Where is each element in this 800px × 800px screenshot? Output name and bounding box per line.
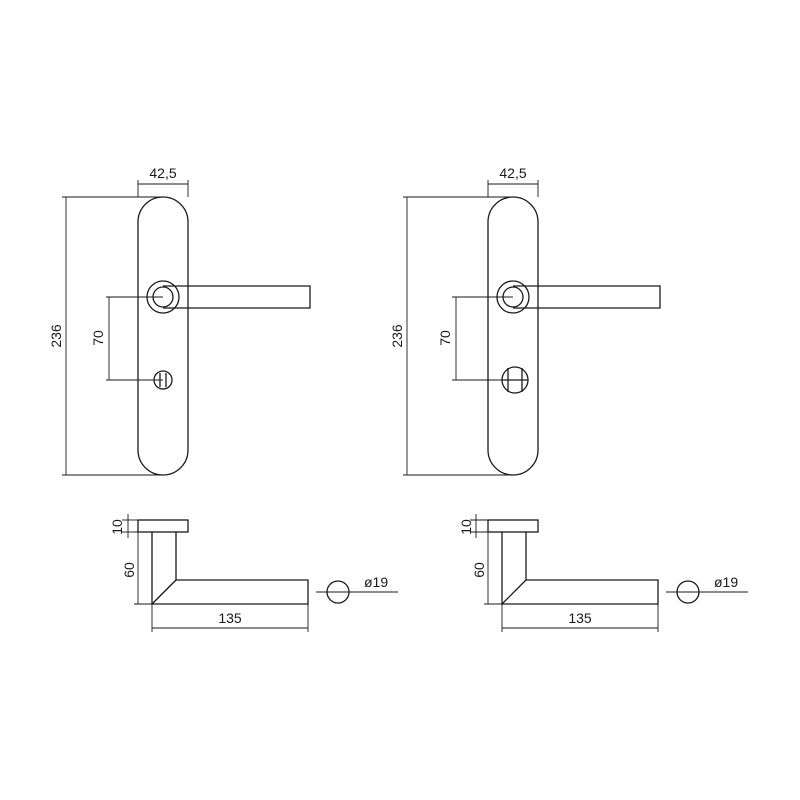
left-lever-bevel xyxy=(151,579,177,605)
left-rose-thickness-label: 10 xyxy=(109,519,125,535)
right-rose-thickness-label: 10 xyxy=(458,519,474,535)
left-handle-projection-label: 60 xyxy=(121,562,137,578)
right-handle-key-distance-label: 70 xyxy=(437,330,453,346)
left-backplate xyxy=(137,196,189,476)
right-handle-diameter-label: ø19 xyxy=(714,574,738,590)
right-handle-length-label: 135 xyxy=(568,610,592,626)
left-handle-diameter-label: ø19 xyxy=(364,574,388,590)
left-handle-length-label: 135 xyxy=(218,610,242,626)
right-lever-handle xyxy=(513,285,661,309)
right-handle-projection-label: 60 xyxy=(471,562,487,578)
left-plate-width-label: 42,5 xyxy=(149,165,176,181)
left-rose-profile xyxy=(137,519,189,533)
left-lever-handle xyxy=(163,285,311,309)
left-front-view: 42,5 236 70 xyxy=(48,165,311,476)
right-lever-bevel xyxy=(501,579,527,605)
left-plate-height-label: 236 xyxy=(48,324,64,348)
right-front-view: 42,5 236 70 xyxy=(389,165,661,476)
right-rose-profile xyxy=(487,519,539,533)
right-lever-profile xyxy=(501,532,659,605)
left-side-view: 10 60 135 ø19 xyxy=(109,514,398,632)
right-backplate xyxy=(487,196,539,476)
left-handle-key-distance-label: 70 xyxy=(90,330,106,346)
right-side-view: 10 60 135 ø19 xyxy=(458,514,748,632)
left-lever-profile xyxy=(151,532,309,605)
right-plate-width-label: 42,5 xyxy=(499,165,526,181)
right-plate-height-label: 236 xyxy=(389,324,405,348)
